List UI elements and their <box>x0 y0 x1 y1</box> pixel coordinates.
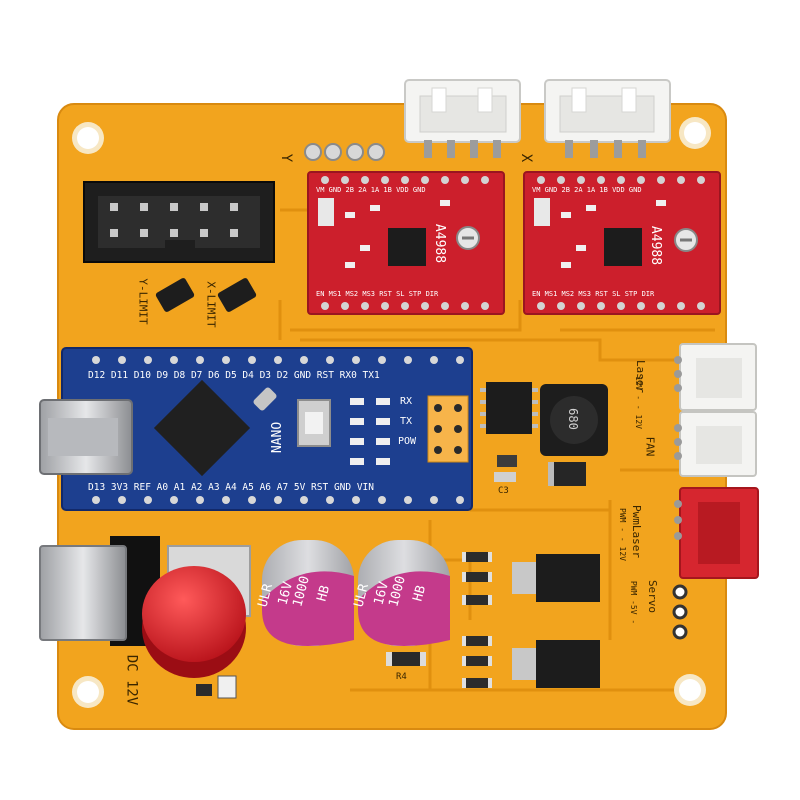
c3-label: C3 <box>498 486 509 496</box>
y-axis-label: Y <box>278 153 295 163</box>
fan-label: FAN <box>643 436 657 457</box>
dc-12v-label: DC 12V <box>123 654 140 706</box>
stepper-driver-y <box>307 171 505 315</box>
nano-bottom-pin-labels: D13 3V3 REF A0 A1 A2 A3 A4 A5 A6 A7 5V R… <box>88 482 374 493</box>
y-header-pads <box>304 143 385 161</box>
servo-label: Servo <box>646 579 660 614</box>
nano-led-pow: POW <box>398 436 417 447</box>
soic-chip <box>486 382 532 434</box>
driver-chip-label-x: A4988 <box>648 225 664 266</box>
mosfet-1 <box>512 554 600 602</box>
driver-chip-label-y: A4988 <box>432 223 448 264</box>
stepper-connector-x <box>544 79 671 158</box>
servo-voltage-label: PWM -5V - <box>629 580 639 625</box>
pwm-laser-voltage-label: PWM - - 12V <box>617 508 627 561</box>
r4-label: R4 <box>396 672 407 682</box>
schottky-diode <box>548 462 586 486</box>
driver-pins-label-x: EN MS1 MS2 MS3 RST SL STP DIR <box>532 290 655 298</box>
x-axis-label: X <box>518 153 535 163</box>
atmega-chip <box>153 379 251 477</box>
inductor-code: 680 <box>565 408 580 430</box>
y-limit-header <box>155 278 195 312</box>
servo-pins <box>672 584 688 640</box>
nano-name: NANO <box>270 421 286 454</box>
driver-pins-label-y: EN MS1 MS2 MS3 RST SL STP DIR <box>316 290 439 298</box>
driver-top-pins-label-y: VM GND 2B 2A 1A 1B VDD GND <box>316 186 426 194</box>
laser-connector <box>679 343 757 411</box>
power-switch <box>142 545 251 678</box>
arduino-nano <box>39 347 473 511</box>
nano-led-rx: RX <box>400 396 413 407</box>
driver-top-pins-label-x: VM GND 2B 2A 1A 1B VDD GND <box>532 186 642 194</box>
stepper-connector-y <box>404 79 521 158</box>
fan-connector <box>679 411 757 477</box>
y-limit-label: Y-LIMIT <box>136 278 150 325</box>
dc-barrel-jack <box>39 536 160 646</box>
nano-led-tx: TX <box>400 416 413 427</box>
capacitor-2 <box>358 540 450 646</box>
x-limit-label: X-LIMIT <box>204 281 218 328</box>
x-limit-header <box>217 278 257 312</box>
laser-voltage-label: 12V - - 12V <box>633 376 643 429</box>
mosfet-2 <box>512 640 600 688</box>
power-inductor <box>540 384 608 456</box>
icsp-header <box>427 395 469 463</box>
nano-top-pin-labels: D12 D11 D10 D9 D8 D7 D6 D5 D4 D3 D2 GND … <box>88 370 380 381</box>
mounting-holes <box>72 117 711 708</box>
pwm-laser-label: PwmLaser <box>629 505 643 558</box>
idc-header <box>83 181 275 263</box>
stepper-driver-x <box>523 171 721 315</box>
pwm-laser-connector <box>679 487 759 579</box>
capacitor-1 <box>262 540 354 646</box>
